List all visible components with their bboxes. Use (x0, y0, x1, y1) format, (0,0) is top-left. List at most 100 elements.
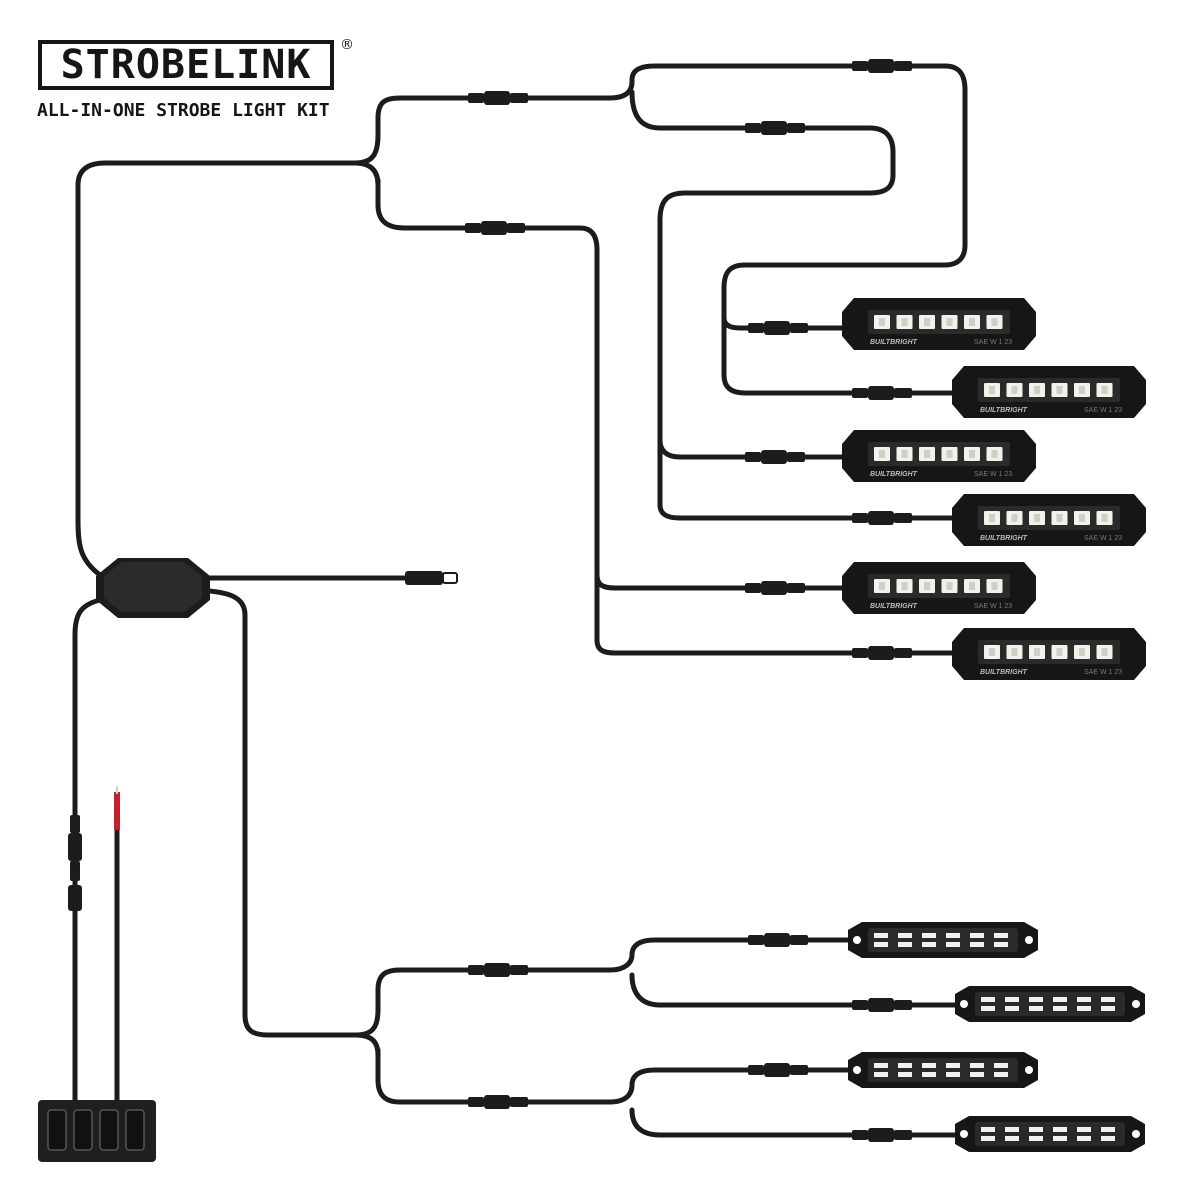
light-brand-label: BUILTBRIGHT (870, 471, 918, 478)
connector (852, 998, 912, 1012)
connectors (68, 59, 912, 1142)
led (1029, 1006, 1043, 1011)
led (1005, 997, 1019, 1002)
brand-name: STROBELINK (60, 42, 312, 88)
led (1029, 1127, 1043, 1132)
led (1101, 997, 1115, 1002)
connector (748, 933, 808, 947)
light-brand-label: BUILTBRIGHT (870, 339, 918, 346)
cable-light-8 (629, 972, 963, 1008)
led (946, 1063, 960, 1068)
light-rating-label: SAE W 1 23 (974, 339, 1012, 346)
led (994, 942, 1008, 947)
led (1053, 1006, 1067, 1011)
led (1053, 997, 1067, 1002)
surface-strobe-light: BUILTBRIGHT SAE W 1 23 (952, 366, 1146, 418)
led (922, 1063, 936, 1068)
led (1101, 1127, 1115, 1132)
connector (852, 511, 912, 525)
led (1101, 1006, 1115, 1011)
led (970, 933, 984, 938)
led (970, 1063, 984, 1068)
registered-mark: ® (340, 37, 354, 53)
led (946, 933, 960, 938)
light-rating-label: SAE W 1 23 (1084, 407, 1122, 414)
led (970, 942, 984, 947)
cable-light-10 (629, 1107, 963, 1138)
lower-trunk-cable (197, 587, 853, 1038)
led (874, 942, 888, 947)
connector (852, 1128, 912, 1142)
brand-logo: STROBELINK (38, 40, 334, 90)
connector (745, 450, 805, 464)
led (1029, 997, 1043, 1002)
led (898, 942, 912, 947)
light-rating-label: SAE W 1 23 (1084, 669, 1122, 676)
led (1101, 1136, 1115, 1141)
light-brand-label: BUILTBRIGHT (870, 603, 918, 610)
led (1005, 1136, 1019, 1141)
connector (748, 1063, 808, 1077)
switch-panel (38, 1100, 156, 1162)
switch-connector (68, 815, 82, 911)
led (1005, 1006, 1019, 1011)
surface-strobe-light: BUILTBRIGHT SAE W 1 23 (952, 628, 1146, 680)
light-brand-label: BUILTBRIGHT (980, 535, 1028, 542)
slim-strobe-light (955, 986, 1145, 1022)
trunk-top-split (352, 160, 381, 188)
positive-wire-tip (114, 786, 120, 830)
connector (852, 646, 912, 660)
slim-strobe-light (848, 922, 1038, 958)
led (946, 1072, 960, 1077)
led (994, 1063, 1008, 1068)
connector (468, 963, 528, 977)
led (898, 1063, 912, 1068)
surface-strobe-light: BUILTBRIGHT SAE W 1 23 (842, 562, 1036, 614)
led (922, 933, 936, 938)
cable-light-6 (594, 572, 963, 656)
cable-light-4 (657, 437, 963, 521)
led (874, 1072, 888, 1077)
led (970, 1072, 984, 1077)
cable-light-2 (721, 315, 963, 396)
connector (745, 581, 805, 595)
led (981, 997, 995, 1002)
aux-connector (405, 571, 458, 585)
control-module (96, 558, 210, 618)
connector (468, 1095, 528, 1109)
light-rating-label: SAE W 1 23 (974, 603, 1012, 610)
led (922, 1072, 936, 1077)
light-brand-label: BUILTBRIGHT (980, 669, 1028, 676)
light-rating-label: SAE W 1 23 (1084, 535, 1122, 542)
light-rating-label: SAE W 1 23 (974, 471, 1012, 478)
slim-strobe-light (848, 1052, 1038, 1088)
connector (852, 59, 912, 73)
led (922, 942, 936, 947)
connector (852, 386, 912, 400)
led (898, 1072, 912, 1077)
led (981, 1127, 995, 1132)
led (1005, 1127, 1019, 1132)
light-brand-label: BUILTBRIGHT (980, 407, 1028, 414)
connector (465, 221, 525, 235)
slim-lights (848, 922, 1145, 1152)
surface-strobe-light: BUILTBRIGHT SAE W 1 23 (842, 298, 1036, 350)
led (1077, 1006, 1091, 1011)
led (1077, 1127, 1091, 1132)
led (874, 933, 888, 938)
surface-lights: BUILTBRIGHT SAE W 1 23 BUILTBRIGHT SAE W 1 … (842, 298, 1146, 680)
led (994, 1072, 1008, 1077)
led (898, 933, 912, 938)
led (946, 942, 960, 947)
surface-strobe-light: BUILTBRIGHT SAE W 1 23 (842, 430, 1036, 482)
cables (72, 63, 968, 1138)
led (874, 1063, 888, 1068)
led (1029, 1136, 1043, 1141)
led (981, 1006, 995, 1011)
led (1053, 1127, 1067, 1132)
led (981, 1136, 995, 1141)
led (1077, 997, 1091, 1002)
surface-strobe-light: BUILTBRIGHT SAE W 1 23 (952, 494, 1146, 546)
slim-strobe-light (955, 1116, 1145, 1152)
